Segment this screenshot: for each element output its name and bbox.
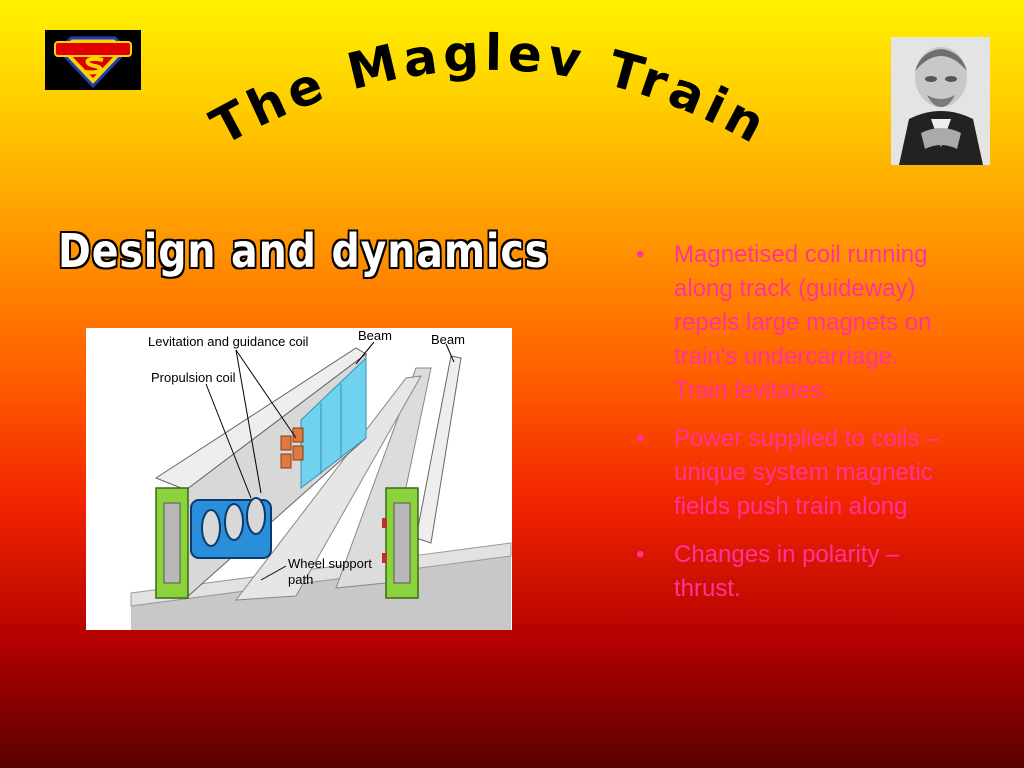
label-beam-right: Beam: [431, 332, 465, 347]
bullet-list: Magnetised coil running along track (gui…: [632, 238, 952, 620]
label-propulsion-coil: Propulsion coil: [151, 370, 236, 385]
bullet-item: Magnetised coil running along track (gui…: [632, 238, 952, 408]
label-wheel-path: path: [288, 572, 313, 587]
svg-text:The Maglev Train: The Maglev Train: [201, 24, 778, 157]
label-wheel-support: Wheel support: [288, 556, 372, 571]
label-levitation-coil: Levitation and guidance coil: [148, 334, 309, 349]
page-title: The Maglev Train: [201, 24, 778, 157]
maglev-track-diagram: Levitation and guidance coil Propulsion …: [86, 328, 512, 630]
label-beam-left: Beam: [358, 328, 392, 343]
section-subtitle: Design and dynamics: [58, 224, 550, 278]
portrait-photo: [891, 37, 990, 165]
superman-logo-icon: [45, 30, 141, 90]
bullet-item: Changes in polarity – thrust.: [632, 538, 952, 606]
title-text: The Maglev Train: [201, 24, 773, 157]
bullet-item: Power supplied to coils – unique system …: [632, 422, 952, 524]
